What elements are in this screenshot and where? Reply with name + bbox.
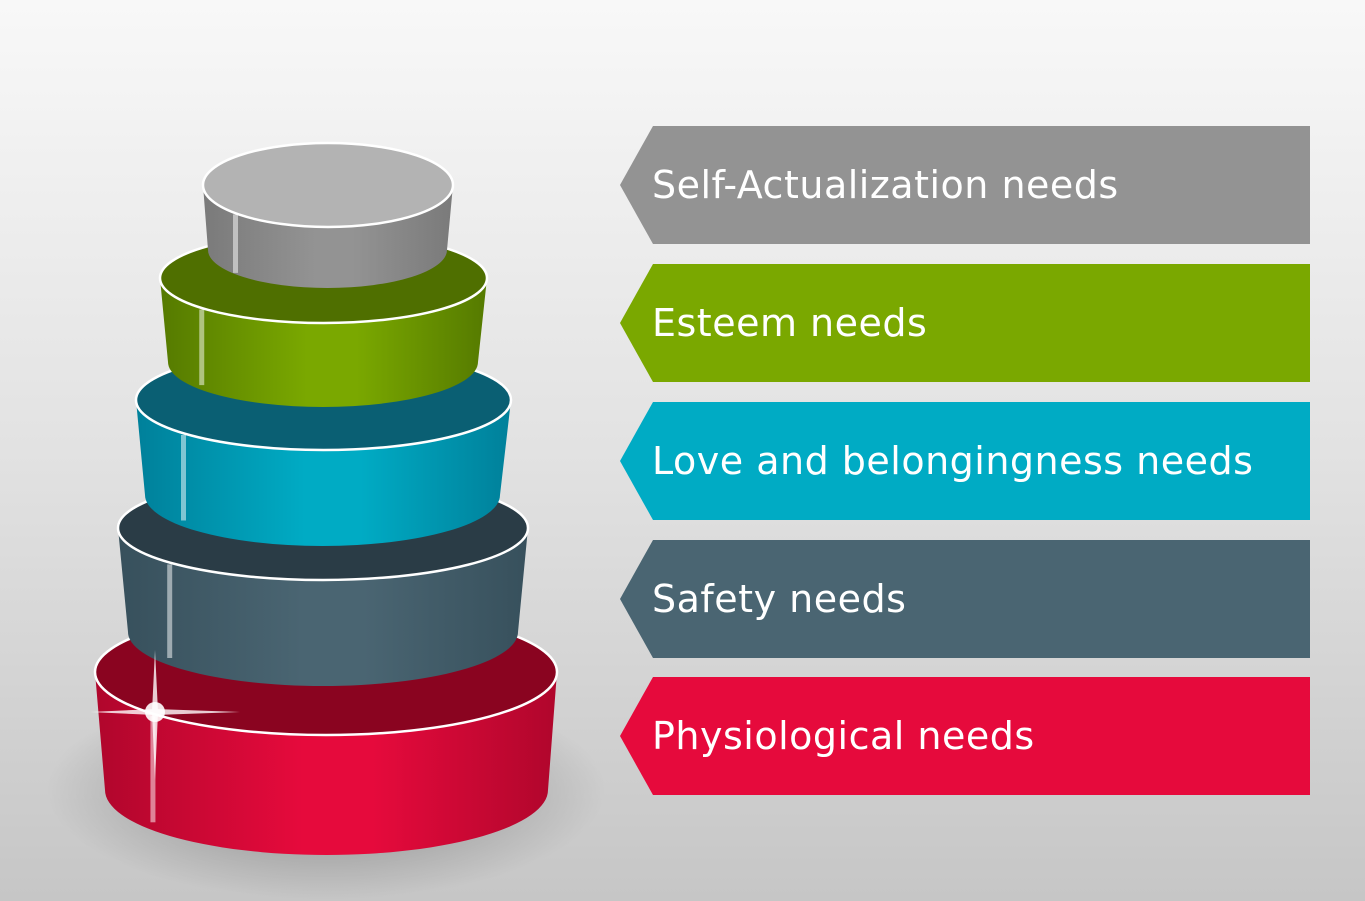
banner-label: Self-Actualization needs — [652, 163, 1119, 207]
pyramid-stack — [46, 141, 606, 900]
banner-label: Physiological needs — [652, 714, 1035, 758]
layer-top — [201, 141, 455, 229]
highlight-stripe — [150, 716, 156, 823]
highlight-stripe — [233, 214, 238, 273]
banner-level-3: Love and belongingness needs — [620, 402, 1310, 520]
banner-level-2: Esteem needs — [620, 264, 1310, 382]
sparkle-icon — [90, 650, 240, 780]
highlight-stripe — [199, 309, 205, 386]
highlight-stripe — [181, 435, 186, 521]
banner-label: Esteem needs — [652, 301, 928, 345]
layer-self-actualization-needs — [201, 141, 455, 288]
banner-label: Love and belongingness needs — [652, 439, 1254, 483]
banner-level-4: Safety needs — [620, 540, 1310, 658]
banner-level-1: Self-Actualization needs — [620, 126, 1310, 244]
banner-label: Safety needs — [652, 577, 907, 621]
banner-level-5: Physiological needs — [620, 677, 1310, 795]
highlight-stripe — [167, 564, 173, 658]
